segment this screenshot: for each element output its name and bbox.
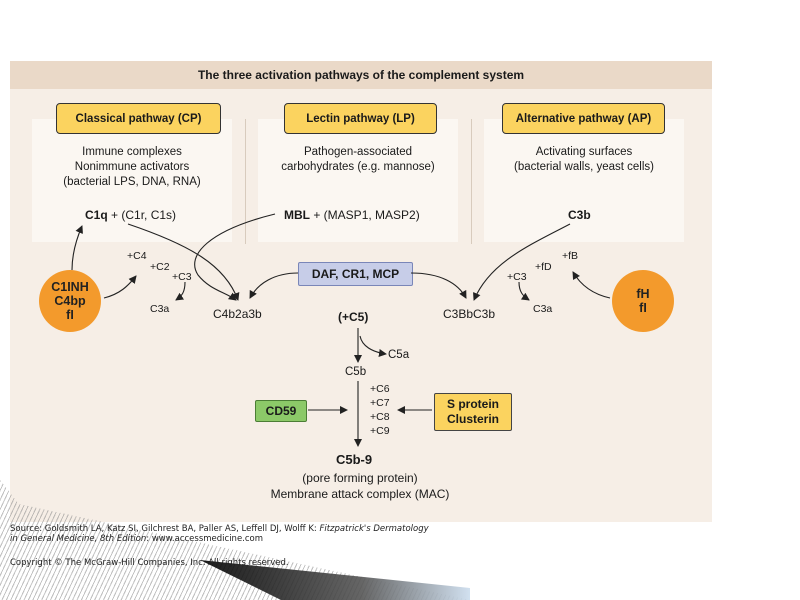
c3b-to-convertase-arrow	[473, 223, 571, 301]
alternative-pathway-box: Alternative pathway (AP)	[502, 103, 665, 134]
mac-additions: +C6 +C7 +C8 +C9	[370, 382, 390, 438]
mbl-proteases: + (MASP1, MASP2)	[313, 208, 420, 222]
fh-to-cascade-arrow	[572, 271, 611, 299]
c3a-left-arrow	[175, 281, 186, 301]
cd59-box: CD59	[255, 400, 307, 422]
daf-to-ap-arrow	[410, 272, 467, 299]
classical-pathway-box: Classical pathway (CP)	[56, 103, 221, 134]
daf-to-cp-arrow	[249, 272, 299, 299]
add-c3-right: +C3	[507, 271, 527, 283]
c1q-complex: C1q + (C1r, C1s)	[85, 208, 176, 223]
fh-fi-circle: fH fI	[612, 270, 674, 332]
citation-url: : www.accessmedicine.com	[146, 534, 264, 544]
add-c3: +C3	[172, 271, 192, 283]
c3-convertase-ap: C3BbC3b	[443, 307, 496, 321]
add-c8: +C8	[370, 411, 390, 423]
c1q-proteases: + (C1r, C1s)	[111, 208, 177, 222]
s-protein-label: S protein	[446, 397, 499, 411]
column-divider	[471, 119, 472, 244]
mbl-complex: MBL + (MASP1, MASP2)	[284, 208, 420, 223]
citation-edition: in General Medicine, 8th Edition	[10, 534, 147, 544]
desc-line: (bacterial LPS, DNA, RNA)	[63, 176, 201, 188]
add-c4: +C4	[127, 250, 147, 262]
add-fb: +fB	[562, 250, 579, 262]
c1inh-c4bp-fi-circle: C1INH C4bp fI	[39, 270, 101, 332]
lectin-description: Pathogen-associated carbohydrates (e.g. …	[258, 145, 458, 175]
c4bp-label: C4bp	[54, 294, 86, 308]
add-fd: +fD	[535, 261, 552, 273]
desc-line: Nonimmune activators	[74, 161, 190, 173]
c1inh-to-c1q-arrow	[71, 225, 83, 271]
desc-line: carbohydrates (e.g. mannose)	[281, 161, 435, 173]
c3-convertase-cp: C4b2a3b	[213, 307, 262, 321]
lectin-column	[258, 119, 458, 242]
mbl-to-convertase-arrow	[194, 213, 276, 301]
citation-book-title: Fitzpatrick's Dermatology	[319, 524, 429, 534]
classical-description: Immune complexes Nonimmune activators (b…	[32, 145, 232, 190]
mac-description: (pore forming protein) Membrane attack c…	[240, 470, 480, 502]
pore-forming-label: (pore forming protein)	[302, 471, 418, 485]
diagram-title: The three activation pathways of the com…	[10, 61, 712, 89]
fi-label: fI	[66, 308, 74, 322]
add-c6: +C6	[370, 383, 390, 395]
mbl-label: MBL	[284, 208, 310, 222]
c1inh-label: C1INH	[51, 280, 89, 294]
c1q-label: C1q	[85, 208, 108, 222]
add-c2: +C2	[150, 261, 170, 273]
c3a-right: C3a	[533, 303, 553, 315]
clusterin-label: Clusterin	[446, 412, 499, 426]
add-c9: +C9	[370, 425, 390, 437]
alternative-column	[484, 119, 684, 242]
citation-authors: Source: Goldsmith LA, Katz SI, Gilchrest…	[10, 524, 320, 534]
c3b-label: C3b	[568, 208, 591, 222]
copyright-notice: Copyright © The McGraw-Hill Companies, I…	[10, 558, 289, 568]
mac-label: Membrane attack complex (MAC)	[270, 487, 450, 501]
s-protein-clusterin-box: S protein Clusterin	[434, 393, 512, 431]
desc-line: Immune complexes	[82, 146, 182, 158]
classical-column	[32, 119, 232, 242]
column-divider	[245, 119, 246, 244]
c3a-left: C3a	[150, 303, 170, 315]
c5-addition: (+C5)	[338, 310, 369, 324]
lectin-pathway-box: Lectin pathway (LP)	[284, 103, 437, 134]
desc-line: (bacterial walls, yeast cells)	[514, 161, 654, 173]
source-citation: Source: Goldsmith LA, Katz SI, Gilchrest…	[10, 524, 429, 544]
desc-line: Pathogen-associated	[303, 146, 413, 158]
add-c7: +C7	[370, 397, 390, 409]
c1q-to-convertase-arrow	[127, 223, 240, 301]
c3a-right-arrow	[518, 281, 530, 301]
desc-line: Activating surfaces	[535, 146, 633, 158]
c5b9-label: C5b-9	[336, 452, 373, 467]
daf-cr1-mcp-box: DAF, CR1, MCP	[298, 262, 413, 286]
c5a-label: C5a	[388, 349, 410, 361]
c5a-branch-arrow	[359, 335, 387, 357]
c5b-label: C5b	[345, 366, 367, 378]
alternative-description: Activating surfaces (bacterial walls, ye…	[484, 145, 684, 175]
c1inh-to-cascade-arrow	[103, 275, 137, 299]
fi-label: fI	[639, 301, 647, 315]
fh-label: fH	[636, 287, 650, 301]
